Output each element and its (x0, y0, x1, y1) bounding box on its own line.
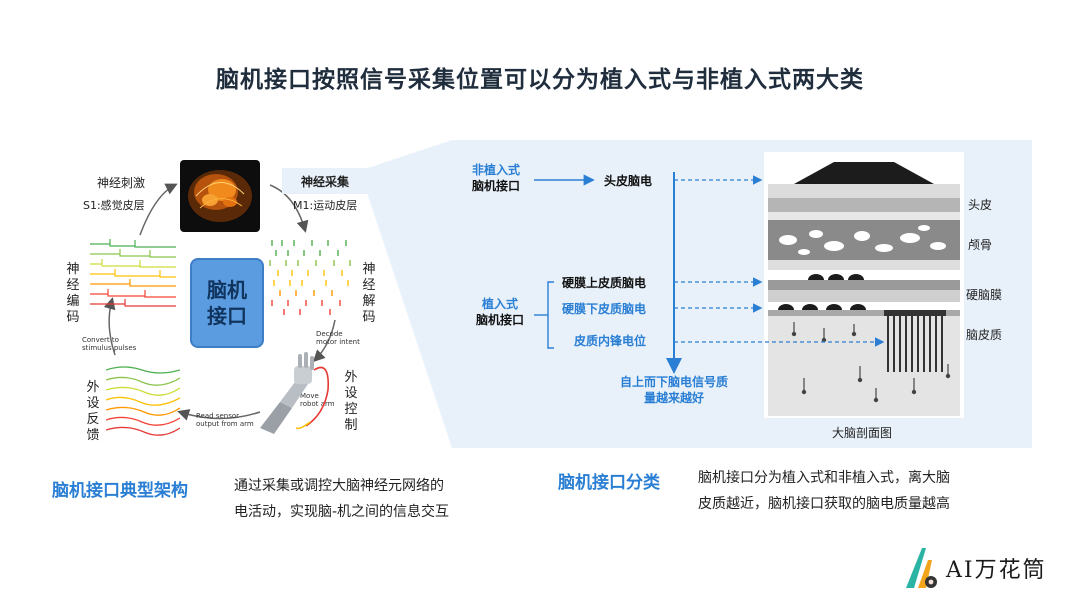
decode-label: Decode motor intent (316, 330, 360, 346)
scalp-eeg-label: 头皮脑电 (604, 174, 653, 188)
stim-subtitle: S1:感觉皮层 (83, 199, 145, 212)
peripheral-feedback-label: 外 设 反 馈 (86, 380, 100, 443)
figure-caption: 大脑剖面图 (832, 426, 893, 440)
decoding-raster (269, 240, 351, 315)
encoding-spike-trains (90, 239, 176, 307)
acquisition-tag: 神经采集 (282, 168, 368, 194)
neural-encoding-label: 神 经 编 码 (66, 262, 80, 325)
classification-caption-title: 脑机接口分类 (558, 473, 660, 493)
logo-mark-icon (906, 548, 937, 588)
peripheral-control-label: 外 设 控 制 (344, 370, 358, 433)
layer-dura-label: 硬脑膜 (966, 288, 1003, 302)
cycle-arrows (103, 183, 336, 421)
intracortical-connector (674, 337, 885, 347)
layer-scalp-label: 头皮 (968, 198, 993, 212)
read-label: Read sensor output from arm (196, 412, 254, 428)
acquisition-subtitle: M1:运动皮层 (293, 199, 358, 212)
page-title: 脑机接口按照信号采集位置可以分为植入式与非植入式两大类 (216, 67, 864, 93)
move-label: Move robot arm (300, 392, 335, 408)
brand-logo: AI万花筒 (902, 546, 1072, 590)
epidural-ecog-label: 硬膜上皮质脑电 (562, 276, 647, 290)
brain-image (180, 160, 260, 232)
quality-note: 自上而下脑电信号质 量越来越好 (619, 375, 728, 405)
bci-center-box: 脑机 接口 (190, 258, 264, 348)
convert-label: Convert to stimulus pulses (82, 336, 137, 352)
subdural-ecog-label: 硬膜下皮质脑电 (562, 302, 647, 316)
noninvasive-label: 非植入式 脑机接口 (472, 163, 521, 193)
architecture-caption-text: 通过采集或调控大脑神经元网络的 电活动，实现脑-机之间的信息交互 (234, 478, 450, 520)
invasive-label: 植入式 脑机接口 (476, 297, 525, 327)
robot-arm-icon (260, 352, 330, 434)
neural-decoding-label: 神 经 解 码 (362, 262, 376, 325)
signal-flow-arrows (534, 172, 763, 374)
callout-connector (368, 140, 452, 448)
feedback-waves (106, 366, 180, 436)
stim-title: 神经刺激 (97, 176, 146, 190)
layer-cortex-label: 脑皮质 (966, 328, 1003, 342)
brain-icon (188, 170, 252, 222)
classification-caption-text: 脑机接口分为植入式和非植入式，离大脑 皮质越近，脑机接口获取的脑电质量越高 (698, 470, 950, 512)
intracortical-spike-label: 皮质内锋电位 (574, 334, 647, 348)
logo-text: AI万花筒 (946, 558, 1047, 583)
brain-cross-section-figure (764, 152, 964, 418)
layer-skull-label: 颅骨 (968, 238, 993, 252)
architecture-caption-title: 脑机接口典型架构 (52, 481, 188, 501)
